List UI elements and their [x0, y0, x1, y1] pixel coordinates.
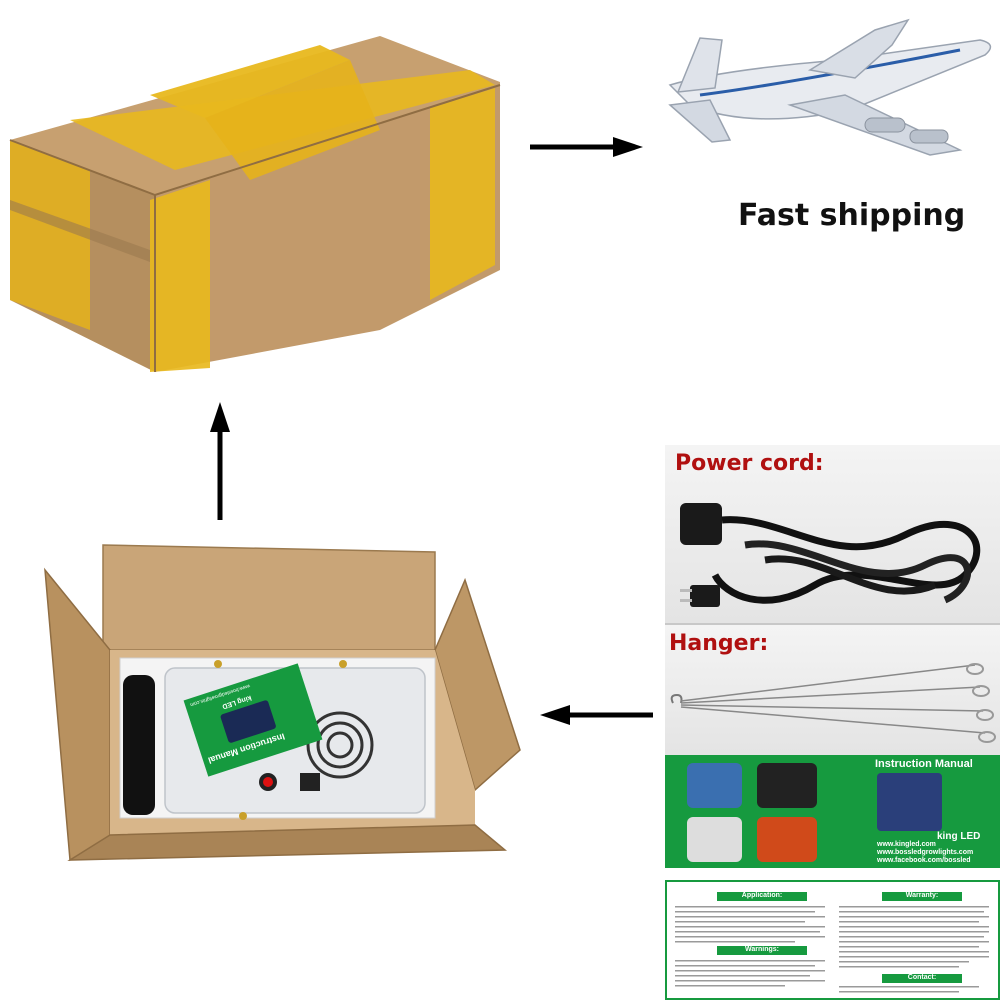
tape-top-1	[150, 45, 350, 118]
power-cord-label: Power cord:	[675, 451, 824, 476]
manual-thumb-3	[687, 817, 742, 862]
hanger-panel: Hanger:	[665, 625, 1000, 755]
tape-side	[10, 140, 90, 330]
manual-cover-title: Instruction Manual	[875, 758, 973, 770]
manual-cover: Instruction Manual king LED www.kingled.…	[665, 755, 1000, 868]
tape-front-vertical	[150, 180, 210, 372]
power-cord-panel: Power cord:	[665, 445, 1000, 623]
warnings-heading: Warnings:	[717, 946, 807, 955]
manual-sheet: Application: Warranty: Warnings: Contact…	[665, 880, 1000, 1000]
warranty-heading: Warranty:	[882, 892, 962, 901]
hanger-icon	[670, 663, 996, 743]
manual-thumb-4	[757, 817, 817, 862]
manual-link-1: www.kingled.com	[877, 841, 936, 848]
hanger-label: Hanger:	[669, 631, 769, 656]
manual-thumb-1	[687, 763, 742, 808]
separator	[665, 623, 1000, 625]
airplane-icon	[668, 18, 992, 156]
tape-top-3	[205, 60, 380, 180]
arrow-up-icon	[210, 402, 230, 520]
manual-cover-product-image	[877, 773, 942, 831]
arrow-left-icon	[540, 705, 653, 725]
box-front-face	[155, 85, 500, 372]
shipping-box-photo	[9, 36, 501, 372]
manual-thumb-2	[757, 763, 817, 808]
fast-shipping-label: Fast shipping	[738, 198, 966, 233]
manual-cover-links: www.kingled.com www.bossledgrowlights.co…	[877, 841, 973, 865]
contact-heading: Contact:	[882, 974, 962, 983]
application-heading: Application:	[717, 892, 807, 901]
power-cord-icon	[680, 503, 981, 607]
manual-link-2: www.bossledgrowlights.com	[877, 849, 974, 856]
manual-cover-brand: king LED	[937, 831, 981, 842]
arrow-right-icon	[530, 137, 643, 157]
manual-sheet-fine-print	[675, 906, 989, 993]
tape-front-right	[430, 88, 495, 300]
manual-link-3: www.facebook.com/bossled	[877, 857, 971, 864]
